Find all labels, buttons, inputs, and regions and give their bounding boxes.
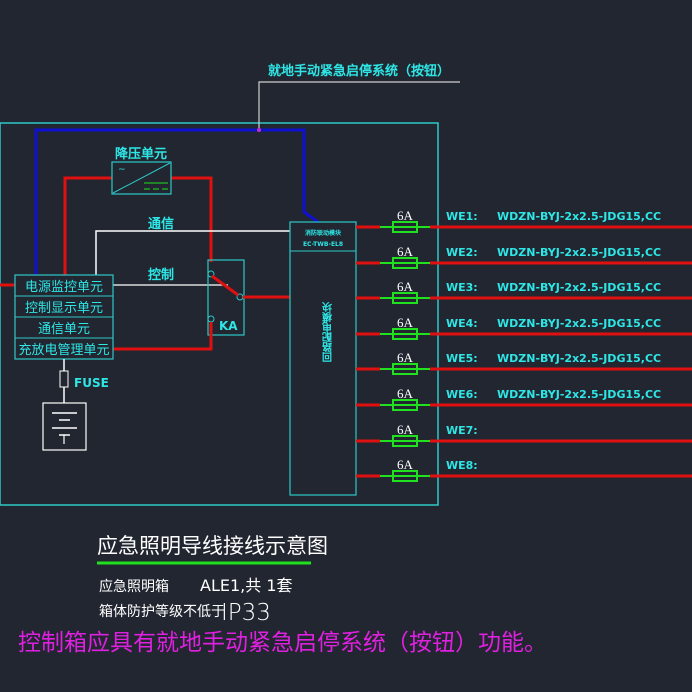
emergency-stop-line bbox=[34, 128, 319, 275]
circuit-label: WE4: bbox=[446, 317, 478, 330]
circuit-cable-spec: WDZN-BYJ-2x2.5-JDG15,CC bbox=[497, 317, 661, 330]
circuit-label: WE2: bbox=[446, 246, 478, 259]
battery-icon bbox=[42, 402, 87, 451]
unit-communication: 通信单元 bbox=[38, 322, 90, 337]
circuit-label: WE7: bbox=[446, 424, 478, 437]
fuse-icon bbox=[392, 363, 418, 375]
circuit-label: WE6: bbox=[446, 388, 478, 401]
power-line-out bbox=[171, 176, 213, 262]
box-value: ALE1,共 1套 bbox=[200, 576, 293, 595]
protection-label: 箱体防护等级不低于 bbox=[99, 603, 225, 620]
fuse-rating: 6A bbox=[397, 350, 414, 365]
fuse-rating: 6A bbox=[397, 208, 414, 223]
circuit-row-we4: 6A WE4: WDZN-BYJ-2x2.5-JDG15,CC bbox=[356, 315, 692, 340]
fuse-icon bbox=[392, 257, 418, 269]
circuit-row-we6: 6A WE6: WDZN-BYJ-2x2.5-JDG15,CC bbox=[356, 386, 692, 411]
box-label: 应急照明箱 bbox=[99, 578, 169, 595]
svg-text:~: ~ bbox=[118, 165, 126, 175]
unit-charge-management: 充放电管理单元 bbox=[18, 342, 109, 358]
step-down-unit-icon: ~ bbox=[111, 161, 172, 195]
circuit-cable-spec: WDZN-BYJ-2x2.5-JDG15,CC bbox=[497, 388, 661, 401]
unit-control-display: 控制显示单元 bbox=[25, 301, 103, 316]
controller-header-1: 消防联动模块 bbox=[305, 229, 342, 237]
fuse-rating: 6A bbox=[397, 386, 414, 401]
fuse-icon bbox=[392, 435, 418, 447]
protection-value: IP33 bbox=[221, 600, 271, 626]
callout-label: 就地手动紧急启停系统（按钮） bbox=[268, 63, 450, 79]
unit-power-monitor: 电源监控单元 bbox=[25, 280, 103, 295]
fuse-icon bbox=[392, 328, 418, 340]
circuit-row-we1: 6A WE1: WDZN-BYJ-2x2.5-JDG15,CC bbox=[356, 208, 692, 233]
fuse-icon bbox=[59, 370, 69, 388]
circuit-cable-spec: WDZN-BYJ-2x2.5-JDG15,CC bbox=[497, 210, 661, 223]
requirement-note: 控制箱应具有就地手动紧急启停系统（按钮）功能。 bbox=[18, 630, 547, 656]
circuit-label: WE3: bbox=[446, 281, 478, 294]
callout-leader bbox=[258, 81, 460, 130]
circuit-label: WE8: bbox=[446, 459, 478, 472]
fuse-rating: 6A bbox=[397, 244, 414, 259]
fuse-icon bbox=[392, 470, 418, 482]
circuit-row-we8: 6A WE8: bbox=[356, 457, 692, 482]
circuit-row-we2: 6A WE2: WDZN-BYJ-2x2.5-JDG15,CC bbox=[356, 244, 692, 269]
power-line-in bbox=[63, 176, 112, 275]
fuse-rating: 6A bbox=[397, 315, 414, 330]
controller-vertical-label: 回路配电模块 bbox=[323, 301, 335, 362]
control-label: 控制 bbox=[148, 267, 174, 283]
step-down-label: 降压单元 bbox=[115, 146, 167, 162]
callout-node bbox=[257, 128, 261, 132]
circuit-label: WE1: bbox=[446, 210, 478, 223]
fuse-label: FUSE bbox=[74, 376, 109, 390]
controller-header-2: EC-TWB-EL8 bbox=[303, 241, 343, 248]
relay-label: KA bbox=[219, 319, 238, 333]
fuse-rating: 6A bbox=[397, 457, 414, 472]
fuse-icon bbox=[392, 221, 418, 233]
circuit-list: 6A WE1: WDZN-BYJ-2x2.5-JDG15,CC 6A WE2: WDZN-… bbox=[356, 208, 692, 482]
comm-line bbox=[95, 230, 290, 275]
circuit-row-we7: 6A WE7: bbox=[356, 422, 692, 447]
controller-module bbox=[289, 221, 357, 496]
circuit-cable-spec: WDZN-BYJ-2x2.5-JDG15,CC bbox=[497, 352, 661, 365]
fuse-icon bbox=[392, 292, 418, 304]
circuit-cable-spec: WDZN-BYJ-2x2.5-JDG15,CC bbox=[497, 246, 661, 259]
notes-title: 应急照明导线接线示意图 bbox=[97, 534, 328, 558]
comm-label: 通信 bbox=[148, 216, 174, 232]
circuit-label: WE5: bbox=[446, 352, 478, 365]
circuit-cable-spec: WDZN-BYJ-2x2.5-JDG15,CC bbox=[497, 281, 661, 294]
fuse-rating: 6A bbox=[397, 279, 414, 294]
charge-line bbox=[113, 322, 213, 351]
circuit-row-we3: 6A WE3: WDZN-BYJ-2x2.5-JDG15,CC bbox=[356, 279, 692, 304]
fuse-icon bbox=[392, 399, 418, 411]
fuse-rating: 6A bbox=[397, 422, 414, 437]
enclosure-frame bbox=[0, 122, 439, 506]
circuit-row-we5: 6A WE5: WDZN-BYJ-2x2.5-JDG15,CC bbox=[356, 350, 692, 375]
